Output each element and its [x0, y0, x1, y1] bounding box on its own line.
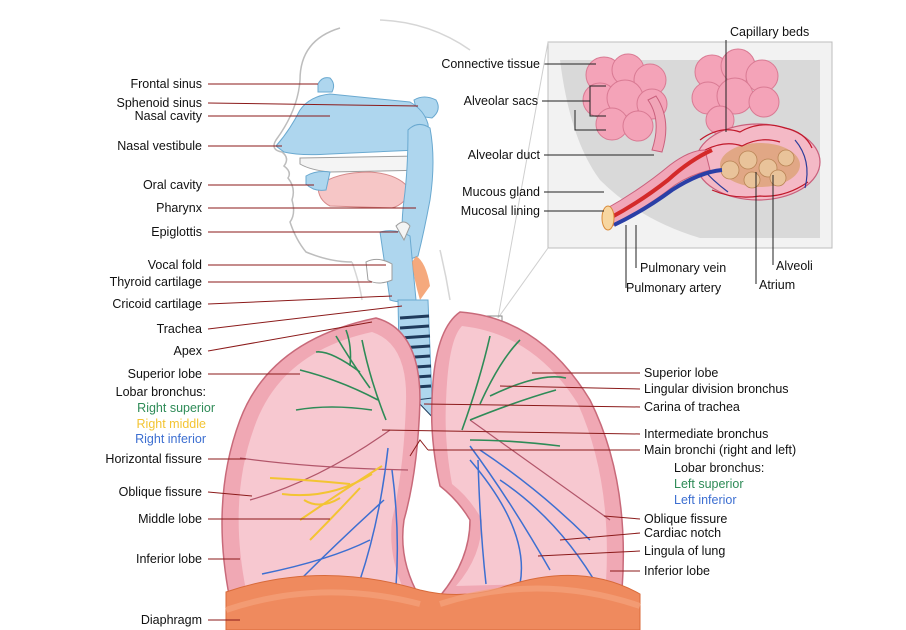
diaphragm-dome-right [439, 585, 641, 609]
label-oral-cavity: Oral cavity [143, 178, 203, 192]
label-mucous-gland: Mucous gland [462, 185, 540, 199]
duct-branch [647, 95, 667, 153]
label-lingula-of-lung: Lingula of lung [644, 544, 725, 558]
esophagus-shape [412, 256, 430, 300]
label-connective-tissue: Connective tissue [441, 57, 540, 71]
epiglottis-shape [395, 221, 411, 242]
right-lung [221, 317, 422, 601]
label-superior-lobe-right: Superior lobe [128, 367, 202, 381]
left-labels: Frontal sinus Sphenoid sinus Nasal cavit… [105, 77, 215, 627]
inset-labels: Capillary beds Connective tissue Alveola… [441, 25, 813, 295]
label-frontal-sinus: Frontal sinus [130, 77, 202, 91]
diaphragm-shape [225, 574, 641, 630]
nasal-cavity-shape [275, 93, 429, 156]
face-profile [273, 27, 353, 263]
pulmonary-artery-vessel [609, 148, 713, 220]
label-sphenoid-sinus: Sphenoid sinus [117, 96, 202, 110]
label-thyroid-cartilage: Thyroid cartilage [110, 275, 202, 289]
thyroid-cartilage-shape [365, 258, 393, 284]
frontal-sinus-shape [317, 77, 335, 93]
label-oblique-fissure-left: Oblique fissure [644, 512, 727, 526]
right-superior-bronchi [295, 329, 387, 421]
label-trachea: Trachea [157, 322, 202, 336]
label-alveolar-sacs: Alveolar sacs [464, 94, 538, 108]
right-lung-inner [238, 332, 407, 590]
head-back-outline [379, 19, 471, 51]
label-right-middle: Right middle [137, 417, 207, 431]
label-alveolar-duct: Alveolar duct [468, 148, 541, 162]
alveolar-sac-cluster-right [691, 48, 780, 135]
right-inferior-bronchi [261, 447, 399, 587]
label-carina-of-trachea: Carina of trachea [644, 400, 740, 414]
label-mucosal-lining: Mucosal lining [461, 204, 540, 218]
label-right-inferior: Right inferior [135, 432, 206, 446]
label-pulmonary-artery: Pulmonary artery [626, 281, 722, 295]
label-vocal-fold: Vocal fold [148, 258, 202, 272]
label-capillary-beds: Capillary beds [730, 25, 809, 39]
label-intermediate-bronchus: Intermediate bronchus [644, 427, 768, 441]
label-cardiac-notch: Cardiac notch [644, 526, 721, 540]
label-oblique-fissure-right: Oblique fissure [119, 485, 202, 499]
label-alveoli: Alveoli [776, 259, 813, 273]
capillary-network [699, 124, 813, 198]
label-nasal-vestibule: Nasal vestibule [117, 139, 202, 153]
label-diaphragm: Diaphragm [141, 613, 202, 627]
diaphragm-dome-left [225, 589, 421, 613]
left-leaders [207, 83, 419, 621]
left-inferior-bronchi [469, 445, 601, 591]
label-middle-lobe: Middle lobe [138, 512, 202, 526]
tongue-shape [317, 171, 411, 209]
label-lingular-division-bronchus: Lingular division bronchus [644, 382, 789, 396]
label-lobar-bronchus-right: Lobar bronchus: [116, 385, 206, 399]
label-lobar-bronchus-left: Lobar bronchus: [674, 461, 764, 475]
label-pharynx: Pharynx [156, 201, 203, 215]
label-pulmonary-vein: Pulmonary vein [640, 261, 726, 275]
label-nasal-cavity: Nasal cavity [135, 109, 203, 123]
label-superior-lobe-left: Superior lobe [644, 366, 718, 380]
right-oblique-fissure [249, 429, 391, 501]
label-left-superior: Left superior [674, 477, 743, 491]
right-middle-bronchi [269, 465, 383, 541]
duct-opening [601, 205, 615, 231]
left-lung [430, 311, 625, 597]
head-section [273, 19, 471, 303]
label-apex: Apex [174, 344, 203, 358]
alveoli-inset [479, 40, 833, 335]
label-right-superior: Right superior [137, 401, 215, 415]
inset-leaders [542, 40, 774, 288]
label-atrium: Atrium [759, 278, 795, 292]
label-epiglottis: Epiglottis [151, 225, 202, 239]
label-main-bronchi: Main bronchi (right and left) [644, 443, 796, 457]
label-inferior-lobe-right: Inferior lobe [136, 552, 202, 566]
left-superior-bronchi [461, 335, 567, 447]
pulmonary-vein-vessel [613, 168, 723, 227]
oral-cavity-shape [305, 171, 331, 191]
label-cricoid-cartilage: Cricoid cartilage [112, 297, 202, 311]
label-left-inferior: Left inferior [674, 493, 737, 507]
right-leaders [381, 372, 641, 572]
right-labels: Superior lobe Lingular division bronchus… [644, 366, 796, 578]
label-inferior-lobe-left: Inferior lobe [644, 564, 710, 578]
label-horizontal-fissure: Horizontal fissure [105, 452, 202, 466]
